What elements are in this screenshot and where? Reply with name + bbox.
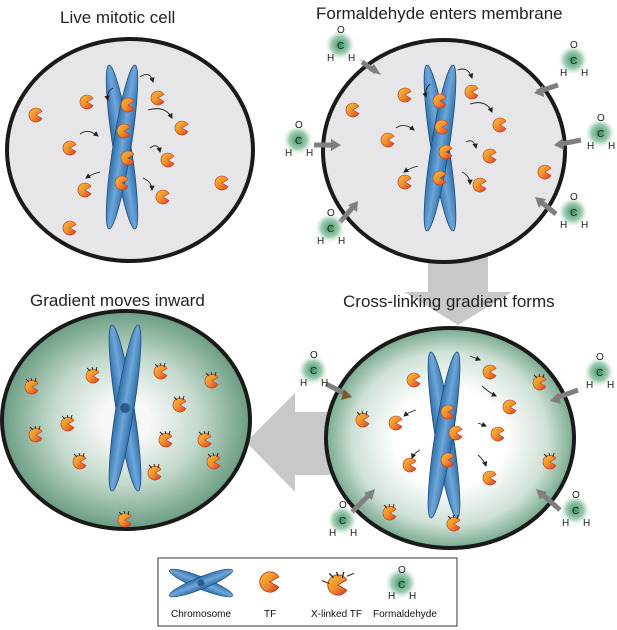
legend: Chromosome TF X-linked TF O C H H Formal… [157,557,458,627]
svg-text:H: H [560,68,567,79]
legend-formaldehyde-symbol: O C H H [384,565,418,602]
svg-text:O: O [310,350,318,361]
svg-text:H: H [327,53,334,64]
svg-text:C: C [570,56,577,67]
chromosome [108,324,142,492]
svg-text:H: H [348,53,355,64]
svg-text:C: C [295,136,302,147]
svg-text:H: H [562,518,569,529]
svg-text:O: O [570,40,578,51]
svg-text:H: H [581,220,588,231]
svg-text:O: O [295,120,303,131]
svg-text:C: C [570,208,577,219]
svg-text:O: O [337,25,345,36]
formaldehyde-5: O C H H [314,208,346,247]
panel-title: Formaldehyde enters membrane [316,4,563,23]
svg-text:C: C [337,41,344,52]
inflow-arrows [324,381,579,514]
formaldehyde-10: O C H H [559,490,591,529]
legend-label-chromosome: Chromosome [171,609,231,620]
formaldehyde-3: O C H H [282,120,314,159]
legend-label-xlinked-tf: X-linked TF [311,609,362,620]
svg-text:O: O [596,352,604,363]
svg-text:H: H [581,68,588,79]
formaldehyde-8: O C H H [583,352,615,391]
svg-text:C: C [572,506,579,517]
formaldehyde-9: O C H H [326,500,358,539]
svg-text:O: O [398,565,406,576]
svg-text:C: C [310,366,317,377]
panel-live-mitotic-cell: Live mitotic cell [5,8,255,263]
formaldehyde-7: O C H H [297,350,329,389]
motion-arrows [395,68,493,186]
svg-text:H: H [560,220,567,231]
svg-text:C: C [339,516,346,527]
legend-label-formaldehyde: Formaldehyde [373,609,437,620]
svg-text:H: H [321,378,328,389]
svg-text:C: C [327,224,334,235]
svg-text:H: H [300,378,307,389]
panel-gradient-moves-inward: Gradient moves inward [0,291,252,531]
svg-text:H: H [388,591,395,602]
svg-text:O: O [572,490,580,501]
svg-text:H: H [338,236,345,247]
svg-text:H: H [350,528,357,539]
svg-text:H: H [306,148,313,159]
svg-text:H: H [587,141,594,152]
svg-text:C: C [398,580,405,591]
svg-text:C: C [596,368,603,379]
motion-arrows [403,355,497,468]
big-arrow-left [246,393,335,492]
legend-chromosome-symbol [169,568,233,598]
svg-text:H: H [583,518,590,529]
svg-text:H: H [607,380,614,391]
panel-title: Cross-linking gradient forms [343,292,555,311]
formaldehyde-6: O C H H [557,192,589,231]
panel-title: Gradient moves inward [30,291,205,310]
svg-text:O: O [327,208,335,219]
motion-arrows [79,73,173,192]
svg-text:H: H [586,380,593,391]
svg-text:H: H [329,528,336,539]
formaldehyde-4: O C H H [584,113,616,152]
panel-cross-linking-gradient: Cross-linking gradient forms [324,292,579,550]
svg-text:H: H [608,141,615,152]
formaldehyde-1: O C H H [324,25,356,64]
panel-title: Live mitotic cell [60,8,175,27]
svg-text:H: H [285,148,292,159]
legend-xlinked-tf-symbol [321,571,355,596]
panel-formaldehyde-enters: Formaldehyde enters membrane [314,4,582,264]
big-arrow-down [404,252,512,325]
svg-text:H: H [317,236,324,247]
svg-text:O: O [570,192,578,203]
formaldehyde-molecules: O C H H O C H H O C H H O C H H O [282,25,616,539]
formaldehyde-2: O C H H [557,40,589,79]
svg-text:C: C [597,129,604,140]
svg-text:H: H [409,591,416,602]
svg-text:O: O [597,113,605,124]
svg-text:O: O [339,500,347,511]
legend-label-tf: TF [264,609,276,620]
inflow-arrows [314,58,582,224]
